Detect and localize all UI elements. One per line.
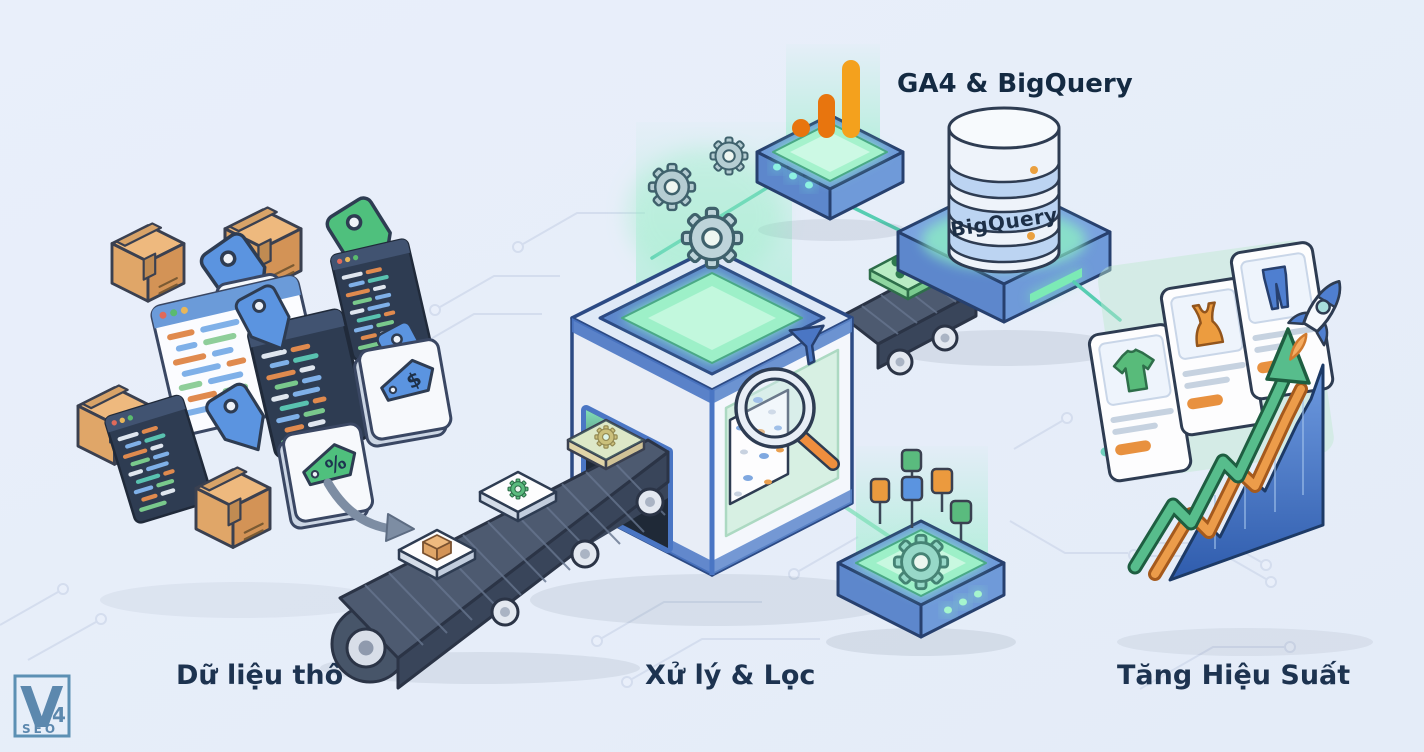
growth-chart: [1127, 327, 1325, 582]
watermark-number: 4: [52, 703, 66, 727]
processing-machine: [570, 136, 854, 577]
conveyor-tile-processed: [566, 418, 646, 471]
flowchart-gear-icon: [892, 533, 950, 591]
results-panel: [1087, 240, 1342, 582]
shadows: [100, 219, 1373, 684]
raw-data-cluster: $ %: [76, 192, 453, 549]
chip-lights: [772, 163, 814, 189]
dollar-tag-icon: $: [380, 358, 435, 402]
ga4-chip: [755, 60, 905, 221]
pants-icon: [1261, 265, 1290, 311]
ga4-logo-icon: [792, 60, 860, 138]
discount-card: %: [277, 422, 375, 530]
mini-box-icon: [422, 534, 452, 561]
gear-icon: [647, 162, 697, 212]
stage-label-performance: Tăng Hiệu Suất: [1117, 660, 1350, 691]
conveyor-belt-input: [330, 418, 670, 690]
flowchart-nodes: [869, 448, 973, 541]
flowchart-chip: [836, 448, 1006, 639]
circuit-traces: [0, 212, 1296, 690]
arrow-up-icon: [1265, 327, 1311, 385]
tshirt-icon: [1112, 348, 1155, 393]
gear-icon: [680, 206, 744, 270]
percent-tag-icon: %: [302, 443, 357, 487]
product-card-tshirt: [1087, 323, 1193, 483]
price-card: $: [353, 338, 453, 448]
inspection-panel: [724, 324, 840, 538]
green-gear-icon: [507, 478, 529, 500]
stage-label-processing: Xử lý & Lọc: [645, 660, 815, 691]
bigquery-cylinder: BigQuery: [947, 106, 1061, 274]
stage-label-raw-data: Dữ liệu thô: [176, 660, 343, 691]
belt-roller: [886, 324, 959, 376]
rocket-icon: [1287, 279, 1342, 361]
magnifier-icon: [734, 367, 840, 471]
watermark-caption: SEO: [22, 722, 58, 736]
watermark-logo: V 4 SEO: [13, 674, 71, 741]
ga4-bigquery-callout: GA4 & BigQuery: [897, 69, 1133, 99]
flow-arrow-icon: [323, 478, 415, 542]
chip-lights: [943, 590, 983, 614]
product-card-tanktop: [1159, 277, 1265, 437]
connector-bigquery-results: [1072, 280, 1122, 322]
gear-icon: [709, 136, 749, 176]
belt-roller: [490, 487, 665, 627]
tanktop-icon: [1191, 301, 1225, 348]
conveyor-tile-box: [397, 528, 477, 581]
watermark-letter: V: [20, 676, 64, 741]
bigquery-platform: BigQuery: [896, 106, 1112, 324]
filter-funnel-icon: [788, 324, 825, 366]
